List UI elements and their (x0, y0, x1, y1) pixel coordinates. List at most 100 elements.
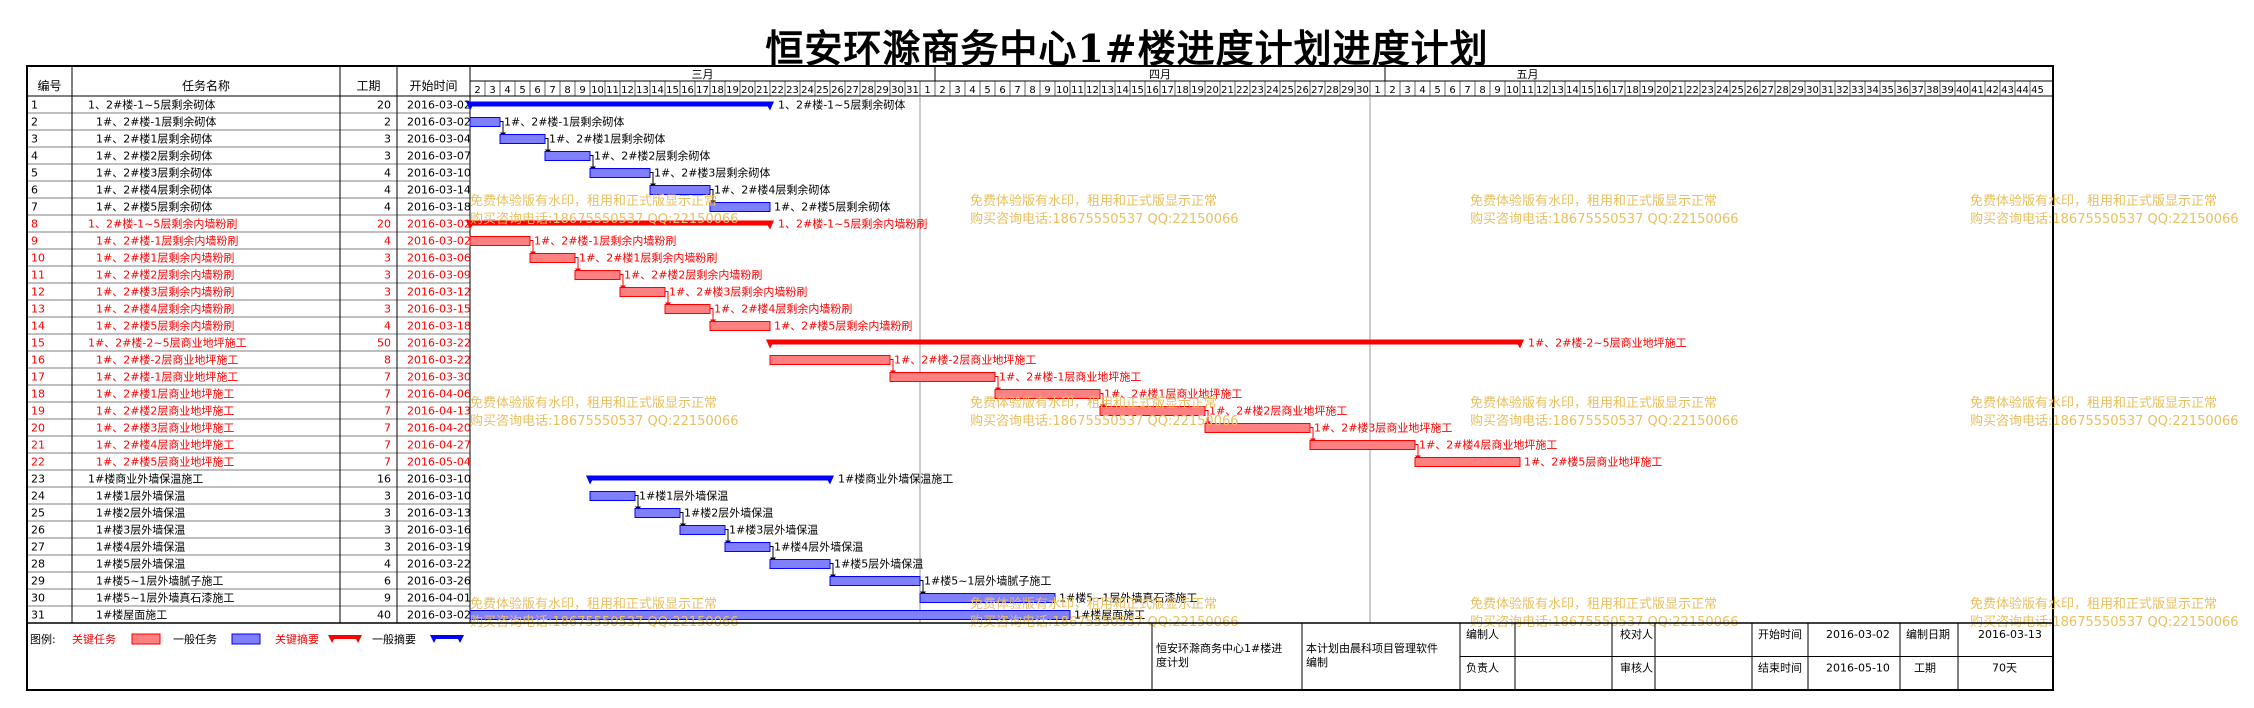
dependency-arrow (1310, 427, 1314, 440)
gantt-task-bar (679, 525, 726, 535)
watermark-line2: 购买咨询电话:18675550537 QQ:22150066 (1970, 211, 2239, 227)
row-start: 2016-03-19 (407, 541, 471, 554)
watermark-line2: 购买咨询电话:18675550537 QQ:22150066 (970, 413, 1239, 429)
gantt-task-bar (889, 372, 996, 382)
day-label: 22 (1236, 85, 1249, 96)
month-label: 四月 (1149, 68, 1171, 81)
gantt-bar-label: 1#、2#楼-1层剩余内墙粉刷 (534, 234, 676, 248)
day-label: 13 (1101, 85, 1114, 96)
watermark-line2: 购买咨询电话:18675550537 QQ:22150066 (1470, 211, 1739, 227)
row-task-name: 1#、2#楼5层剩余砌体 (96, 200, 212, 214)
watermark-line1: 免费体验版有水印，租用和正式版显示正常 (470, 395, 717, 411)
legend-critical-summary-marker (354, 635, 362, 643)
gantt-bar-label: 1#楼5~1层外墙腻子施工 (924, 574, 1051, 588)
row-duration: 3 (384, 524, 391, 537)
day-label: 29 (1341, 85, 1354, 96)
gantt-bar-label: 1#楼屋面施工 (1074, 608, 1145, 622)
row-id: 30 (31, 592, 45, 605)
row-duration: 4 (384, 235, 391, 248)
day-label: 9 (1044, 85, 1050, 96)
row-id: 19 (31, 405, 45, 418)
day-label: 7 (549, 85, 555, 96)
row-duration: 7 (384, 405, 391, 418)
gantt-bar-label: 1#、2#楼2层商业地坪施工 (1209, 404, 1347, 418)
day-label: 21 (756, 85, 769, 96)
legend-normal-summary-swatch (432, 635, 462, 639)
row-id: 8 (31, 218, 38, 231)
row-start: 2016-03-16 (407, 524, 471, 537)
row-start: 2016-03-15 (407, 303, 471, 316)
dependency-arrow (575, 257, 579, 270)
month-label: 五月 (1517, 68, 1539, 81)
day-label: 43 (2001, 85, 2014, 96)
watermark-line1: 免费体验版有水印，租用和正式版显示正常 (1970, 596, 2217, 612)
row-id: 17 (31, 371, 45, 384)
footer-end-label: 结束时间 (1758, 662, 1802, 675)
day-label: 18 (1176, 85, 1189, 96)
row-start: 2016-03-18 (407, 320, 471, 333)
gantt-summary-end-marker (825, 475, 834, 485)
footer-owner-label: 负责人 (1466, 661, 1499, 675)
day-label: 6 (999, 85, 1005, 96)
gantt-bar-label: 1#、2#楼5层剩余内墙粉刷 (774, 319, 912, 333)
dependency-arrow (620, 274, 624, 287)
watermark-line2: 购买咨询电话:18675550537 QQ:22150066 (970, 614, 1239, 630)
day-label: 10 (591, 85, 604, 96)
row-duration: 3 (384, 303, 391, 316)
dependency-arrow (590, 155, 594, 168)
legend-normal-summary-marker (456, 635, 464, 643)
gantt-summary-start-marker (466, 220, 475, 230)
day-label: 15 (666, 85, 679, 96)
dependency-arrow (770, 546, 774, 559)
row-duration: 4 (384, 167, 391, 180)
row-id: 26 (31, 524, 45, 537)
gantt-task-bar (709, 202, 771, 212)
row-duration: 40 (377, 609, 391, 622)
gantt-task-bar (469, 236, 531, 246)
row-start: 2016-03-14 (407, 184, 471, 197)
row-id: 12 (31, 286, 45, 299)
day-label: 7 (1014, 85, 1020, 96)
gantt-task-bar (1414, 457, 1521, 467)
watermark-line1: 免费体验版有水印，租用和正式版显示正常 (970, 596, 1217, 612)
gantt-bar-label: 1#、2#楼3层剩余砌体 (654, 166, 770, 180)
row-id: 27 (31, 541, 45, 554)
day-label: 41 (1971, 85, 1984, 96)
gantt-bar-label: 1#楼商业外墙保温施工 (838, 472, 953, 486)
day-label: 6 (534, 85, 540, 96)
row-start: 2016-03-02 (407, 99, 471, 112)
row-id: 24 (31, 490, 45, 503)
gantt-bar-label: 1#、2#楼2层剩余内墙粉刷 (624, 268, 762, 282)
day-label: 15 (1131, 85, 1144, 96)
watermark-line1: 免费体验版有水印，租用和正式版显示正常 (1970, 193, 2217, 209)
dependency-arrow (890, 359, 894, 372)
gantt-summary-start-marker (586, 475, 595, 485)
row-duration: 7 (384, 422, 391, 435)
row-id: 6 (31, 184, 38, 197)
page-title: 恒安环滁商务中心1#楼进度计划进度计划 (765, 26, 1489, 71)
legend-normal-summary-marker (430, 635, 438, 643)
row-start: 2016-03-07 (407, 150, 471, 163)
row-task-name: 1#、2#楼4层剩余内墙粉刷 (96, 302, 234, 316)
watermark-line2: 购买咨询电话:18675550537 QQ:22150066 (470, 413, 739, 429)
row-duration: 4 (384, 558, 391, 571)
footer-duration-label: 工期 (1914, 662, 1936, 675)
row-start: 2016-03-06 (407, 252, 471, 265)
row-start: 2016-03-13 (407, 507, 471, 520)
day-label: 14 (651, 85, 664, 96)
gantt-task-bar (769, 355, 891, 365)
dependency-arrow (665, 291, 669, 304)
footer-start-value: 2016-03-02 (1826, 628, 1890, 641)
day-label: 4 (969, 85, 975, 96)
row-duration: 7 (384, 439, 391, 452)
watermark-line2: 购买咨询电话:18675550537 QQ:22150066 (1970, 614, 2239, 630)
day-label: 17 (696, 85, 709, 96)
day-label: 3 (1404, 85, 1410, 96)
watermark-line1: 免费体验版有水印，租用和正式版显示正常 (470, 193, 717, 209)
row-start: 2016-03-18 (407, 201, 471, 214)
day-label: 24 (1266, 85, 1279, 96)
watermark-line1: 免费体验版有水印，租用和正式版显示正常 (970, 193, 1217, 209)
row-id: 29 (31, 575, 45, 588)
day-label: 16 (1146, 85, 1159, 96)
